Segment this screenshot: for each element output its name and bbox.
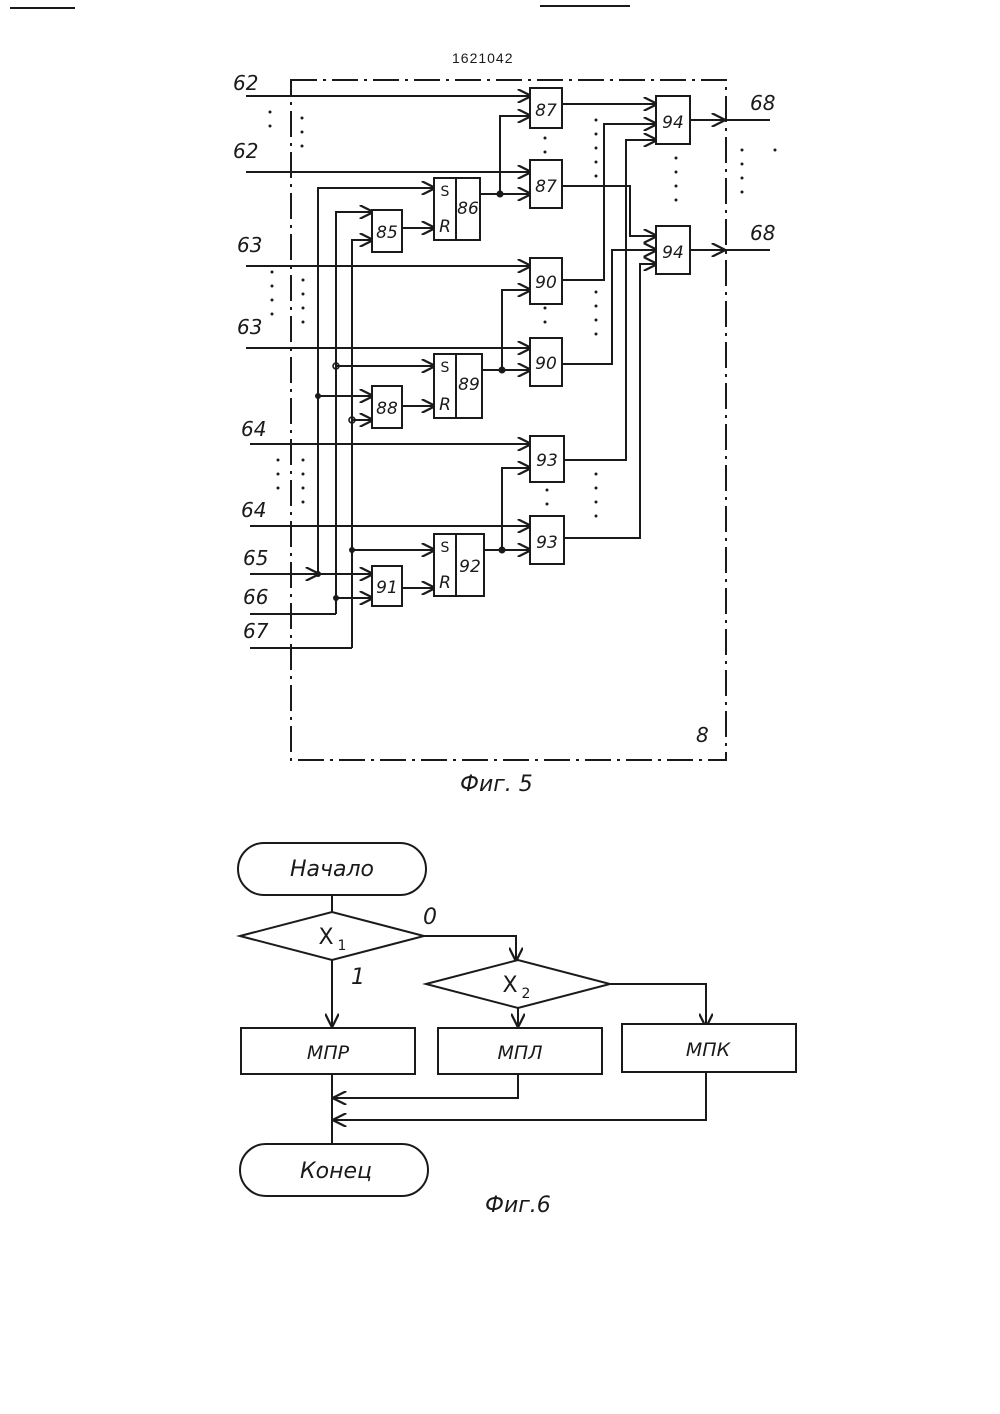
block-93-top-label: 93 <box>536 451 558 471</box>
block-94-top-label: 94 <box>662 113 684 133</box>
flow-connector <box>424 936 516 960</box>
flow-branch-zero: 0 <box>423 905 437 930</box>
wire <box>484 468 530 550</box>
figure-5: 8 62 62 63 63 64 64 65 66 67 68 68 <box>233 71 775 797</box>
output-68-bottom-label: 68 <box>750 221 775 245</box>
block-88-label: 88 <box>376 399 398 419</box>
trigger-89-label: 89 <box>458 375 480 395</box>
input-63-bottom-label: 63 <box>237 315 262 339</box>
unit-8-label: 8 <box>696 723 709 747</box>
block-90-top-label: 90 <box>535 273 557 293</box>
flow-process-mpr-label: МПР <box>307 1042 350 1064</box>
trigger-86-s: S <box>441 184 450 200</box>
input-64-bottom-label: 64 <box>241 498 266 522</box>
flow-branch-one: 1 <box>351 965 365 990</box>
input-64-top-label: 64 <box>241 417 266 441</box>
trigger-92-label: 92 <box>459 557 481 577</box>
flow-condition-x2-sub: 2 <box>522 986 531 1002</box>
input-63-top-label: 63 <box>237 233 262 257</box>
block-93-bottom-label: 93 <box>536 533 558 553</box>
flow-connector <box>610 984 706 1026</box>
trigger-92-r: R <box>439 573 451 593</box>
figure-6-caption: Фиг.6 <box>485 1193 551 1218</box>
block-87-bottom-label: 87 <box>535 177 557 197</box>
input-67-label: 67 <box>243 619 269 643</box>
wire <box>564 140 656 460</box>
flow-condition-x1-sub: 1 <box>338 938 347 954</box>
figure-5-caption: Фиг. 5 <box>460 772 533 797</box>
wire <box>562 250 656 364</box>
flow-condition-x2-label: X <box>502 973 517 998</box>
flow-process-mpk-label: МПК <box>686 1039 732 1061</box>
flow-condition-x2 <box>426 960 610 1008</box>
junction <box>499 367 506 374</box>
input-66-label: 66 <box>243 585 268 609</box>
trigger-86-label: 86 <box>457 199 479 219</box>
flow-end-label: Конец <box>300 1159 372 1184</box>
trigger-86-r: R <box>439 217 451 237</box>
block-94-bottom-label: 94 <box>662 243 684 263</box>
wire <box>562 186 656 236</box>
trigger-92-s: S <box>441 540 450 556</box>
block-90-bottom-label: 90 <box>535 354 557 374</box>
flow-process-mpl-label: МПЛ <box>498 1042 543 1064</box>
wire <box>564 264 656 538</box>
junction <box>497 191 504 198</box>
wire <box>480 116 530 194</box>
block-91-label: 91 <box>376 578 398 598</box>
flow-condition-x1-label: X <box>318 925 333 950</box>
junction <box>499 547 506 554</box>
trigger-89-s: S <box>441 360 450 376</box>
patent-number: 1621042 <box>452 50 514 66</box>
flow-connector <box>334 1074 518 1098</box>
flow-start-label: Начало <box>290 857 374 882</box>
wire <box>562 124 656 280</box>
flow-connector <box>334 1072 706 1120</box>
input-65-label: 65 <box>243 546 268 570</box>
block-85-label: 85 <box>376 223 398 243</box>
bus-66 <box>336 212 372 614</box>
block-87-top-label: 87 <box>535 101 557 121</box>
wire <box>482 290 530 370</box>
figure-6: Начало X 1 0 1 X 2 МПР МПЛ МПК Конец <box>238 843 796 1218</box>
input-62-bottom-label: 62 <box>233 139 258 163</box>
output-68-top-label: 68 <box>750 91 775 115</box>
trigger-89-r: R <box>439 395 451 415</box>
input-62-top-label: 62 <box>233 71 258 95</box>
